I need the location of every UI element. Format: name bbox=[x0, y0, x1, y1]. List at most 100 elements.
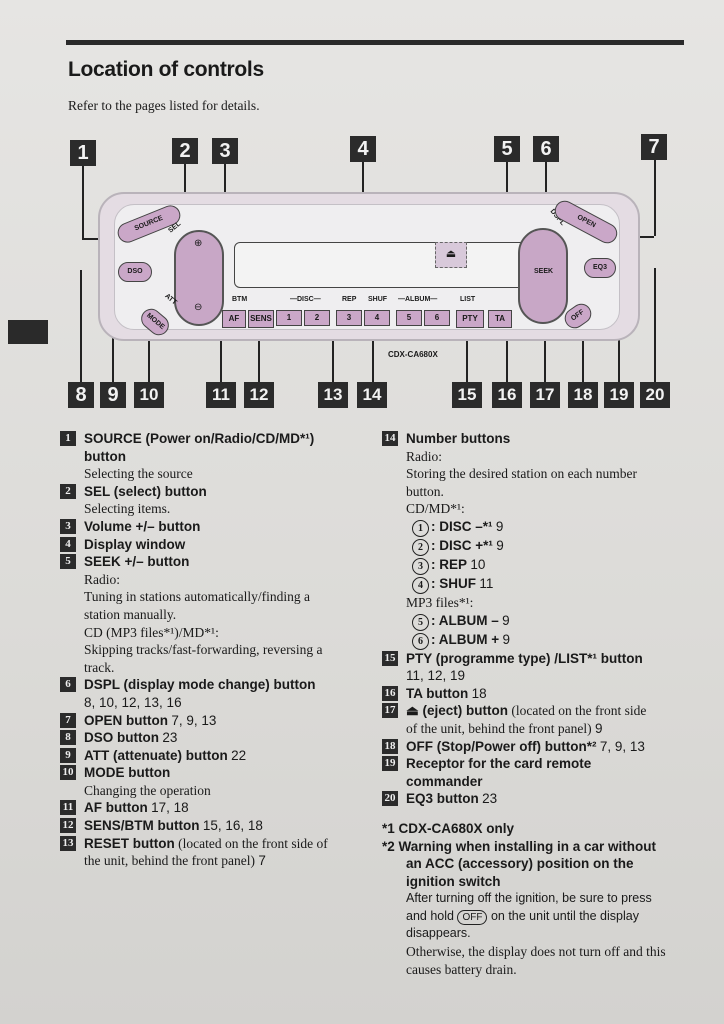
leader-10 bbox=[148, 320, 150, 382]
callout-14: 14 bbox=[357, 382, 387, 408]
eq3-button[interactable]: EQ3 bbox=[584, 258, 616, 278]
car-stereo-diagram: SOURCE SEL ⊕ ⊖ DSO ATT MODE ⏏ SEEK DSPL … bbox=[98, 192, 640, 359]
callout-12: 12 bbox=[244, 382, 274, 408]
item-14-entry-5: 5: ALBUM – 9 bbox=[382, 612, 694, 631]
footnote-2-line-1: *2 Warning when installing in a car with… bbox=[382, 838, 657, 854]
footnote-2-line-6: disappears. bbox=[406, 926, 471, 941]
item-17-cont: of the unit, behind the front panel) 9 bbox=[406, 720, 603, 736]
display-window bbox=[234, 242, 526, 288]
callout-17: 17 bbox=[530, 382, 560, 408]
callout-15: 15 bbox=[452, 382, 482, 408]
ta-button[interactable]: TA bbox=[488, 310, 512, 328]
item-14-entry-2: 2: DISC +*¹ 9 bbox=[382, 537, 694, 556]
leader-1 bbox=[82, 166, 84, 238]
leader-20 bbox=[654, 268, 656, 382]
footnote-2-line-2: an ACC (accessory) position on the bbox=[406, 856, 634, 872]
item-5-desc-3: CD (MP3 files*¹)/MD*¹: bbox=[84, 624, 219, 640]
footnote-2-line-3: ignition switch bbox=[406, 873, 501, 889]
item-5-desc-4: Skipping tracks/fast-forwarding, reversi… bbox=[84, 642, 323, 658]
sens-button[interactable]: SENS bbox=[248, 310, 274, 328]
number-button-2[interactable]: 2 bbox=[304, 310, 330, 326]
off-key-icon: OFF bbox=[457, 909, 488, 925]
number-button-4[interactable]: 4 bbox=[364, 310, 390, 326]
callout-18: 18 bbox=[568, 382, 598, 408]
callout-13: 13 bbox=[318, 382, 348, 408]
callout-7: 7 bbox=[641, 134, 667, 160]
item-14-entry-6: 6: ALBUM + 9 bbox=[382, 631, 694, 650]
item-14-mp3: MP3 files*¹: bbox=[406, 594, 474, 610]
number-button-1[interactable]: 1 bbox=[276, 310, 302, 326]
callout-9: 9 bbox=[100, 382, 126, 408]
rep-label: REP bbox=[342, 296, 357, 303]
number-button-5[interactable]: 5 bbox=[396, 310, 422, 326]
leader-13 bbox=[332, 300, 334, 382]
leader-14 bbox=[372, 326, 374, 382]
volume-knob[interactable]: ⊕ ⊖ bbox=[174, 230, 224, 326]
number-button-3[interactable]: 3 bbox=[336, 310, 362, 326]
footnote-1: *1 CDX-CA680X only bbox=[382, 820, 515, 836]
eject-button[interactable]: ⏏ bbox=[435, 242, 467, 268]
item-2-desc: Selecting items. bbox=[84, 501, 171, 517]
item-1-cont: button bbox=[84, 448, 126, 464]
callout-4: 4 bbox=[350, 136, 376, 162]
item-13-cont: the unit, behind the front panel) 7 bbox=[84, 853, 266, 869]
model-label: CDX-CA680X bbox=[388, 350, 438, 359]
callout-5: 5 bbox=[494, 136, 520, 162]
callout-8: 8 bbox=[68, 382, 94, 408]
item-19-cont: commander bbox=[406, 773, 483, 789]
footnote-2-line-5: and hold OFF on the unit until the displ… bbox=[406, 908, 639, 925]
item-5-desc-5: track. bbox=[84, 659, 115, 675]
item-10-desc: Changing the operation bbox=[84, 782, 211, 798]
dso-button[interactable]: DSO bbox=[118, 262, 152, 282]
callout-10: 10 bbox=[134, 382, 164, 408]
item-14-radio-desc-0: Storing the desired station on each numb… bbox=[406, 466, 637, 482]
leader-9 bbox=[112, 300, 114, 382]
item-14-radio: Radio: bbox=[406, 448, 442, 464]
item-6-pages: 8, 10, 12, 13, 16 bbox=[84, 694, 182, 710]
leader-11 bbox=[220, 322, 222, 382]
footnote-2-line-8: causes battery drain. bbox=[406, 961, 517, 977]
leader-12 bbox=[258, 322, 260, 382]
item-1-desc: Selecting the source bbox=[84, 466, 193, 482]
spacer bbox=[382, 808, 694, 820]
callout-3: 3 bbox=[212, 138, 238, 164]
album-label: —ALBUM— bbox=[398, 296, 438, 303]
callout-11: 11 bbox=[206, 382, 236, 408]
btm-label: BTM bbox=[232, 296, 248, 303]
number-button-6[interactable]: 6 bbox=[424, 310, 450, 326]
section-tab-marker bbox=[8, 320, 48, 344]
callout-16: 16 bbox=[492, 382, 522, 408]
item-5-desc-2: station manually. bbox=[84, 606, 177, 622]
disc-label: —DISC— bbox=[290, 296, 321, 303]
page-title: Location of controls bbox=[68, 58, 264, 81]
shuf-label: SHUF bbox=[368, 296, 388, 303]
item-5-desc-0: Radio: bbox=[84, 571, 120, 587]
pty-button[interactable]: PTY bbox=[456, 310, 484, 328]
leader-17 bbox=[544, 340, 546, 382]
item-5-desc-1: Tuning in stations automatically/finding… bbox=[84, 589, 310, 605]
item-14-entry-4: 4: SHUF 11 bbox=[382, 575, 694, 594]
leader-8 bbox=[80, 270, 82, 382]
seek-knob[interactable]: SEEK bbox=[518, 228, 568, 324]
list-label: LIST bbox=[460, 296, 476, 303]
af-button[interactable]: AF bbox=[222, 310, 246, 328]
top-rule bbox=[66, 40, 684, 45]
